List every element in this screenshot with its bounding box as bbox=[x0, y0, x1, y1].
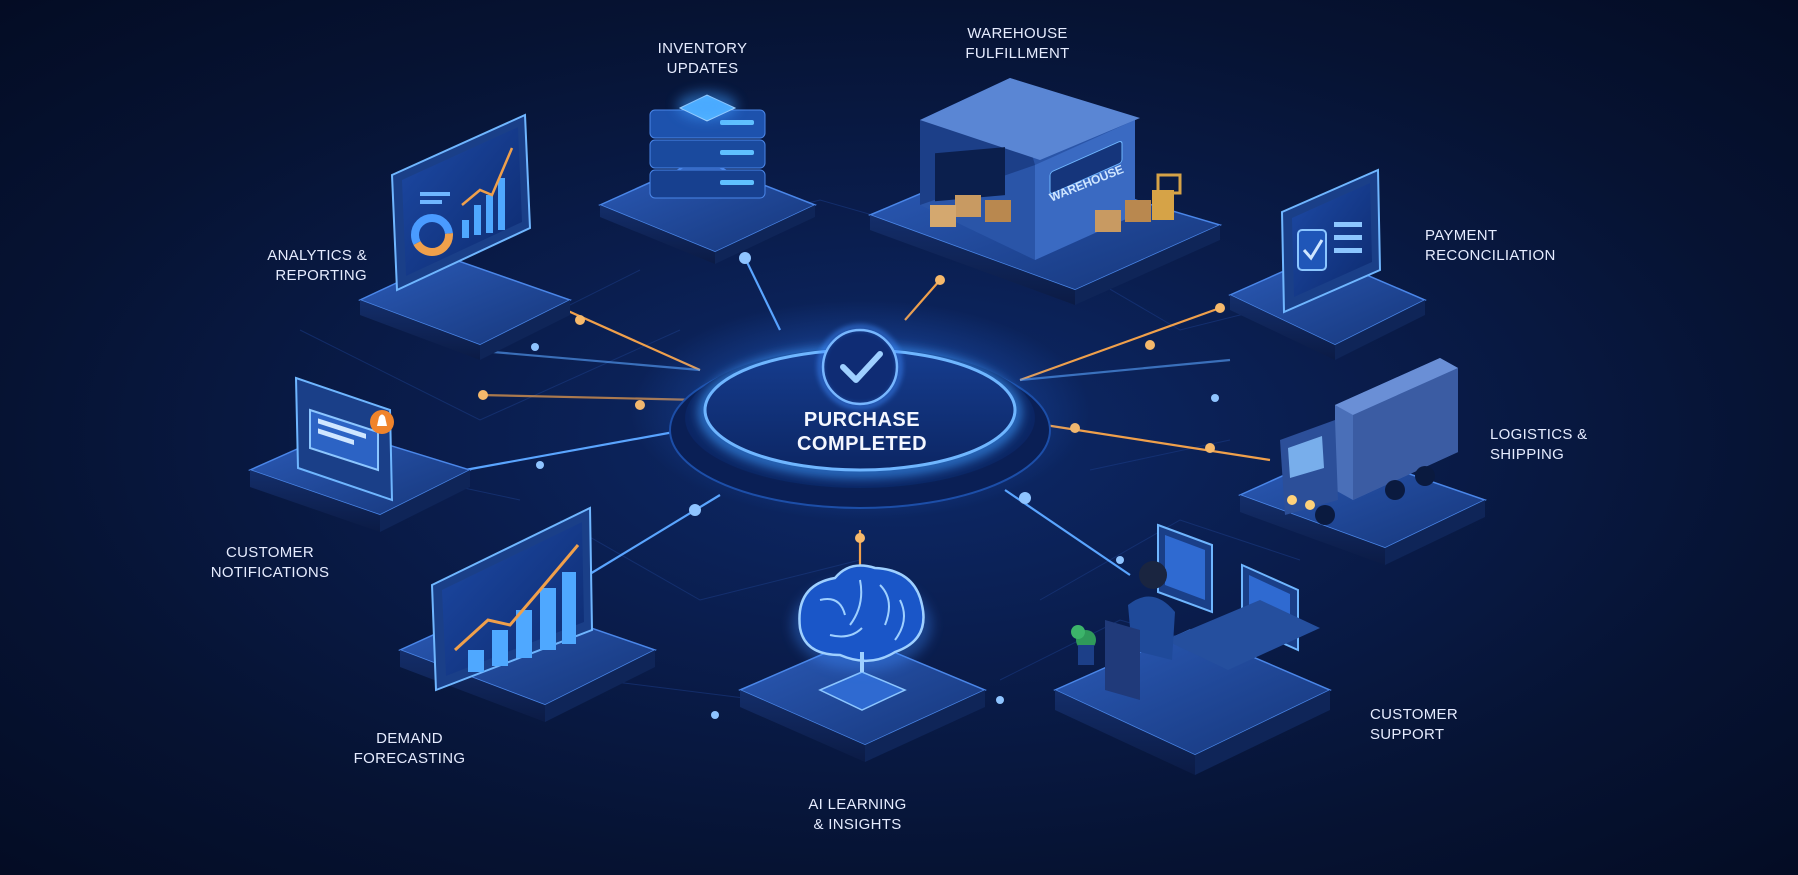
analytics-node bbox=[358, 113, 572, 360]
label-analytics: ANALYTICS & REPORTING bbox=[267, 247, 367, 284]
checklist-monitor-icon bbox=[1280, 168, 1382, 314]
analytics-monitor-icon bbox=[390, 113, 532, 292]
connector-support bbox=[1004, 489, 1131, 576]
label-logistics: LOGISTICS & SHIPPING bbox=[1490, 426, 1588, 463]
checkmark-icon bbox=[818, 325, 902, 409]
label-ai: AI LEARNING & INSIGHTS bbox=[808, 796, 907, 833]
warehouse-icon: WAREHOUSE bbox=[920, 78, 1182, 260]
inventory-node bbox=[598, 92, 817, 264]
bar-chart-icon bbox=[430, 506, 594, 692]
payment-node bbox=[1228, 168, 1427, 360]
support-agent-icon bbox=[1071, 523, 1320, 700]
notifications-node bbox=[247, 376, 473, 532]
label-support: CUSTOMER SUPPORT bbox=[1370, 706, 1458, 743]
ai-node bbox=[738, 564, 987, 762]
warehouse-node: WAREHOUSE bbox=[867, 78, 1223, 305]
truck-icon bbox=[1280, 358, 1458, 525]
brain-chip-icon bbox=[792, 564, 932, 711]
forecasting-node bbox=[398, 506, 657, 722]
server-stack-icon bbox=[649, 92, 766, 199]
hub bbox=[630, 300, 1090, 520]
logistics-node bbox=[1238, 358, 1487, 565]
hub-title: PURCHASE COMPLETED bbox=[796, 409, 928, 455]
notification-bell-icon bbox=[294, 376, 394, 502]
label-warehouse: WAREHOUSE FULFILLMENT bbox=[965, 25, 1070, 62]
label-inventory: INVENTORY UPDATES bbox=[657, 40, 748, 77]
label-forecasting: DEMAND FORECASTING bbox=[353, 730, 466, 767]
label-payment: PAYMENT RECONCILIATION bbox=[1425, 227, 1556, 264]
label-notifications: CUSTOMER NOTIFICATIONS bbox=[210, 544, 330, 581]
support-node bbox=[1053, 523, 1332, 775]
